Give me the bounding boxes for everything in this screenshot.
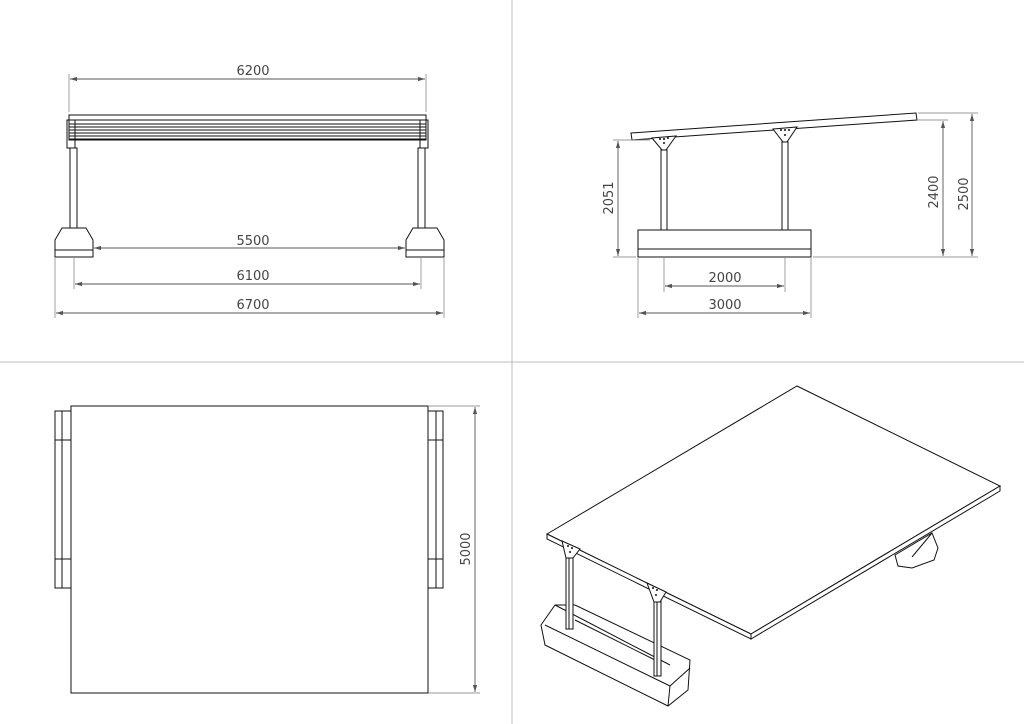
- iso-brackets: [561, 540, 667, 603]
- dim-6700: 6700: [54, 258, 445, 318]
- top-left-base: [54, 410, 74, 589]
- dim-3000: 3000: [637, 258, 812, 318]
- top-view: 5000: [54, 405, 480, 694]
- dim-text-3000: 3000: [708, 298, 741, 313]
- side-posts: [660, 141, 789, 231]
- dim-text-2400: 2400: [927, 175, 942, 208]
- iso-back-base: [894, 532, 939, 569]
- side-roof: [630, 112, 918, 141]
- front-view: 6200 5500 6100 6700: [54, 64, 445, 318]
- dim-text-6200: 6200: [236, 64, 269, 79]
- dim-text-2000: 2000: [708, 271, 741, 286]
- side-view: 2051 2400 2500 2000 3000: [602, 112, 978, 318]
- iso-posts: [565, 552, 662, 677]
- front-posts: [69, 147, 426, 229]
- dim-2400: 2400: [813, 119, 978, 258]
- dim-text-2500: 2500: [957, 177, 972, 210]
- dim-2500: 2500: [918, 112, 978, 256]
- dim-text-2051: 2051: [602, 181, 617, 214]
- dim-5000: 5000: [429, 405, 480, 694]
- dim-2051: 2051: [602, 139, 650, 258]
- iso-view: [540, 385, 1002, 707]
- dim-5500: 5500: [94, 234, 405, 251]
- dim-text-6100: 6100: [236, 269, 269, 284]
- dim-6100: 6100: [73, 258, 422, 289]
- dim-6200: 6200: [68, 64, 427, 112]
- top-roof: [70, 405, 429, 694]
- dim-text-6700: 6700: [236, 298, 269, 313]
- front-roof: [66, 114, 429, 149]
- iso-front-base: [540, 604, 691, 707]
- dim-text-5500: 5500: [236, 234, 269, 249]
- dim-text-5000: 5000: [459, 532, 474, 565]
- iso-roof: [545, 385, 1002, 640]
- side-base: [637, 229, 812, 258]
- front-bases: [54, 227, 445, 258]
- dim-2000: 2000: [663, 258, 786, 292]
